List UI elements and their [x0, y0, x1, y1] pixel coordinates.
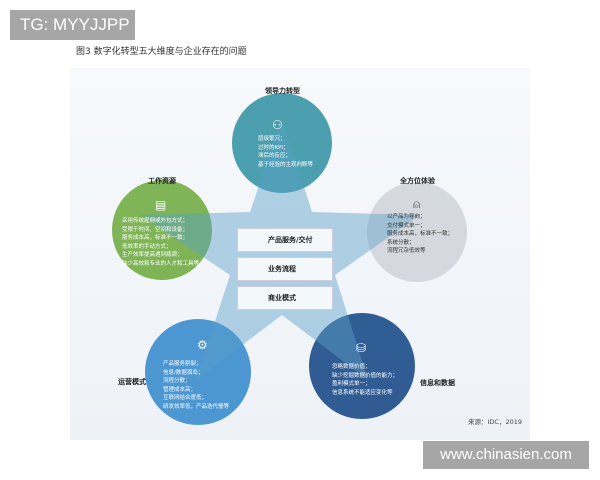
dimension-label-data: 信息和数据	[420, 379, 455, 387]
leadership-issues: 层级繁冗；过时的KPI；滞后的反应；基于经验的主观判断等	[258, 136, 314, 168]
circle-work-resources	[112, 180, 212, 280]
dimension-label-experience: 全方位体验	[400, 177, 435, 185]
watermark: www.chinasien.com	[423, 441, 589, 469]
center-item-business-process: 业务流程	[237, 257, 333, 281]
center-item-business-model: 商业模式	[237, 286, 333, 310]
data-issues: 忽略数据价值；缺少挖掘数据价值的能力；盈利模式单一；信息系统不能适应变化等	[332, 364, 399, 396]
circle-data	[309, 313, 415, 419]
circle-operations	[145, 319, 251, 425]
source-note: 来源：IDC，2019	[468, 418, 523, 426]
user-icon: ⍝	[413, 197, 421, 211]
work-resources-issues: 采用传统雇佣或外包方式；受限于时间、空间和设备；服务成本高，标准不一致；低效率的…	[122, 218, 200, 267]
circle-experience	[367, 182, 467, 282]
gear-icon: ⚙	[197, 338, 208, 352]
experience-issues: 以产品为导向；交付模式单一；服务成本高，标准不一致；系统分散；流程冗杂低效等	[387, 214, 454, 254]
operations-issues: 产品服务割裂；信息/数据孤岛；流程分散；管理成本高；互联网结合度低；研发效率低，…	[163, 361, 230, 410]
dimension-label-leadership: 领导力转型	[265, 87, 300, 95]
circle-leadership	[232, 93, 332, 193]
center-item-product-delivery: 产品服务/交付	[237, 228, 333, 252]
dimension-label-work-resources: 工作资源	[148, 177, 176, 185]
people-icon: ⚇	[272, 118, 283, 132]
database-icon: ⛁	[356, 341, 367, 355]
document-icon: ▤	[155, 198, 167, 212]
dimension-label-operations: 运营模式	[118, 378, 146, 386]
tag-label: TG: MYYJJPP	[10, 10, 135, 40]
figure-title: 图3 数字化转型五大维度与企业存在的问题	[76, 47, 247, 57]
